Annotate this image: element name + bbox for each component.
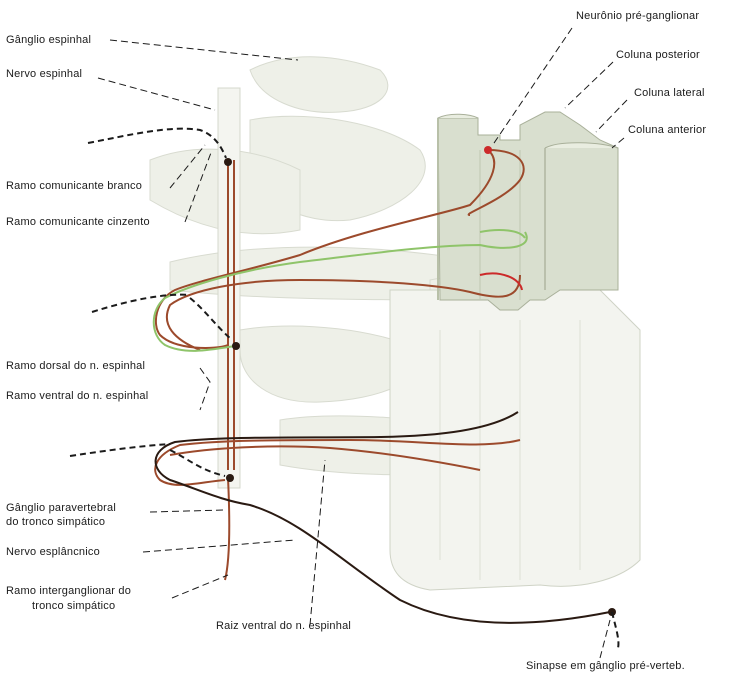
- spinal-cord: [389, 111, 641, 591]
- label-ramo-dorsal: Ramo dorsal do n. espinhal: [6, 360, 146, 372]
- preganglionic-neuron-icon: [484, 146, 492, 154]
- label-ganglio-paravertebral-line1: Gânglio paravertebral: [6, 502, 116, 514]
- label-sinapse-ganglio-preverteb: Sinapse em gânglio pré-verteb.: [526, 660, 685, 672]
- label-ramo-comunicante-cinzento: Ramo comunicante cinzento: [6, 216, 150, 228]
- postganglionic-green-fibers: [152, 229, 528, 352]
- label-ramo-interganglionar-line2: tronco simpático: [32, 600, 116, 612]
- label-ramo-comunicante-branco: Ramo comunicante branco: [6, 180, 143, 192]
- ganglion-node-middle: [232, 342, 240, 350]
- label-ganglio-espinhal: Gânglio espinhal: [6, 34, 92, 46]
- label-ramo-ventral: Ramo ventral do n. espinhal: [6, 390, 149, 402]
- label-nervo-espinhal: Nervo espinhal: [6, 68, 83, 80]
- ganglion-node-lower: [226, 474, 234, 482]
- label-ganglio-paravertebral-line2: do tronco simpático: [6, 516, 106, 528]
- ganglion-node-upper: [224, 158, 232, 166]
- splanchnic-fiber: [154, 411, 611, 624]
- lateral-horn-neurons: [479, 272, 523, 291]
- label-coluna-anterior: Coluna anterior: [628, 124, 707, 136]
- dashed-nerves: [69, 127, 620, 649]
- posterior-column: [437, 111, 619, 311]
- label-raiz-ventral: Raiz ventral do n. espinhal: [216, 620, 352, 632]
- leader-lines: [97, 27, 628, 659]
- label-coluna-posterior: Coluna posterior: [616, 49, 700, 61]
- label-neuronio-pre-ganglionar: Neurônio pré-ganglionar: [576, 10, 700, 22]
- label-nervo-esplancnico: Nervo esplâncnico: [6, 546, 100, 558]
- label-coluna-lateral: Coluna lateral: [634, 87, 705, 99]
- preganglionic-fibers: [154, 149, 525, 581]
- label-ramo-interganglionar-line1: Ramo interganglionar do: [6, 585, 132, 597]
